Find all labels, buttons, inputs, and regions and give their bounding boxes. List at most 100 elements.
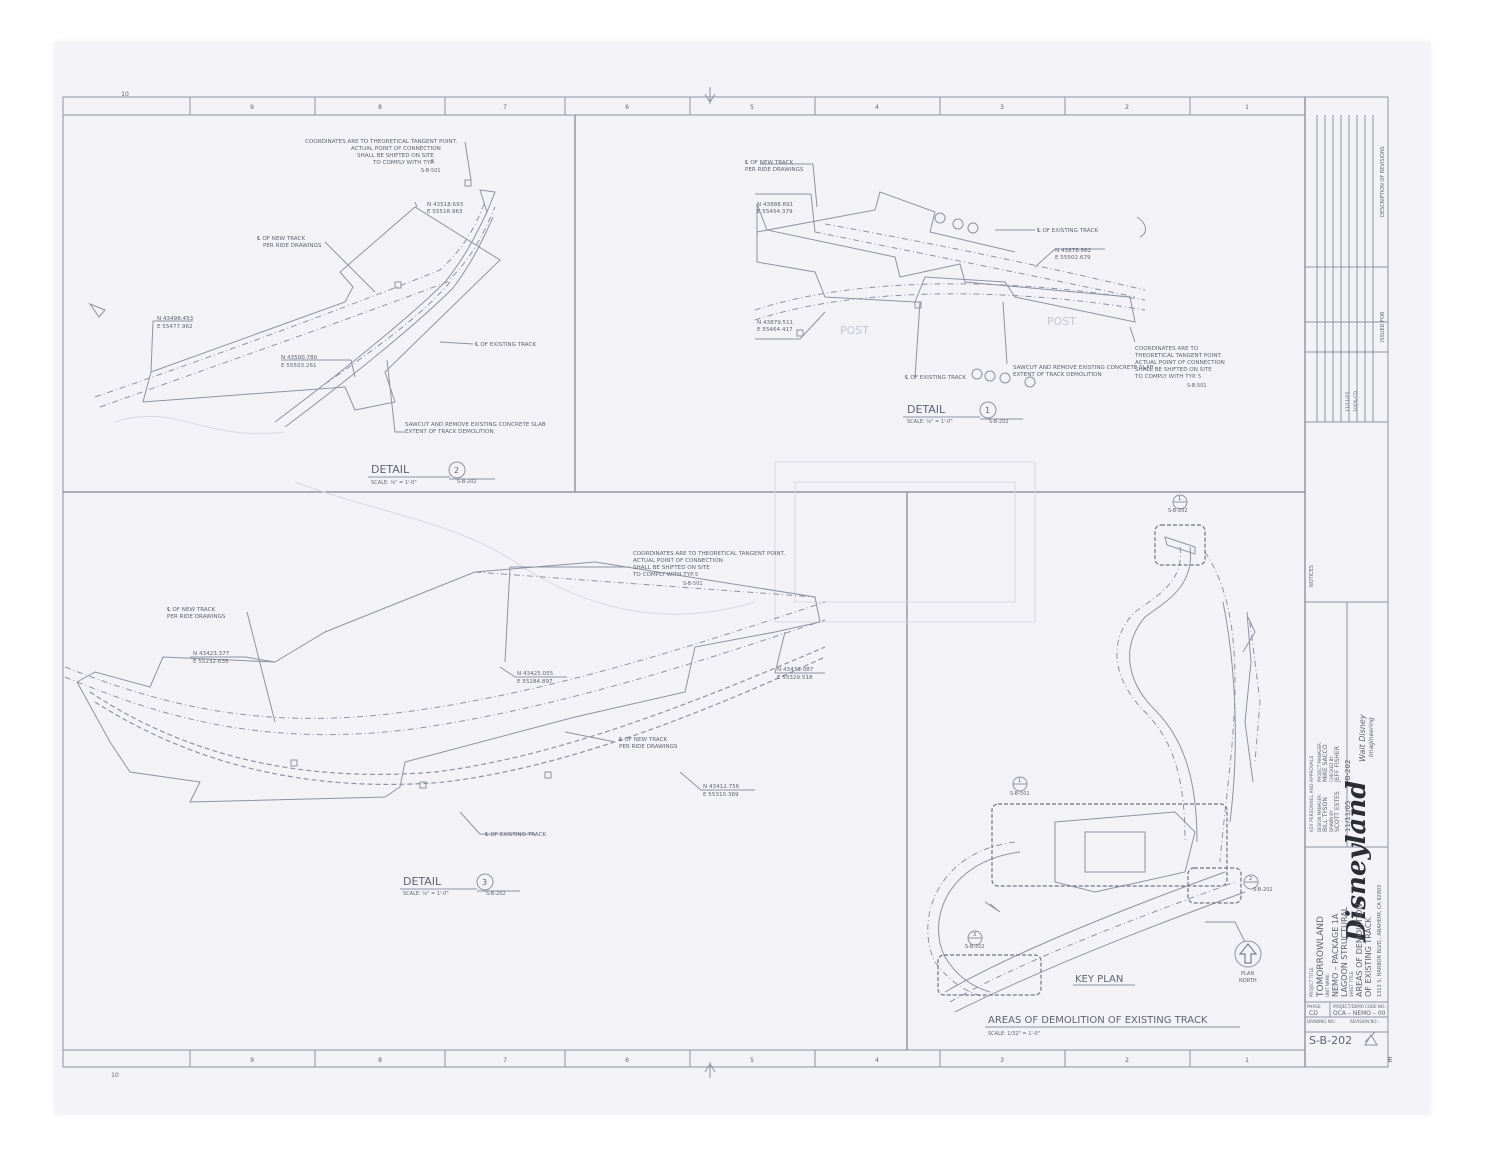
disneyland-logo: Disneyland (1342, 781, 1372, 943)
callout-number: 1 (1018, 778, 1021, 784)
detail-1-title: DETAIL 1 S-B-202 SCALE: ⅛" = 1'-0" (903, 401, 1023, 425)
keyplan-label: KEY PLAN (1075, 974, 1123, 985)
keyplan-area-1 (1154, 524, 1206, 566)
detail-number: 3 (482, 878, 487, 887)
drawing-sheet: 10 9 8 7 6 5 4 3 2 1 10 9 8 7 6 5 4 3 2 … (55, 42, 1430, 1114)
coordinate-east: E 55454.379 (757, 209, 793, 215)
coordinate-north: N 43888.891 (757, 202, 794, 208)
coord-note-line: TO COMPLY WITH TYP. (372, 160, 435, 166)
sheet-title: AREAS OF DEMOLITION (1355, 904, 1364, 997)
detail-scale: SCALE: ⅛" = 1'-0" (371, 480, 417, 486)
tree-icon (1024, 376, 1036, 388)
coord-note-line: COORDINATES ARE TO THEORETICAL TANGENT P… (305, 139, 457, 145)
revision-no-label: REVISION NO.: (1350, 1019, 1379, 1024)
new-track-label: ℄ OF NEW TRACK (619, 736, 668, 743)
revisions-header: DESCRIPTION OF REVISIONS (1380, 146, 1386, 217)
north-arrow-icon (1234, 940, 1262, 968)
keyplan-area-s501 (991, 803, 1228, 887)
tree-icon (952, 218, 964, 230)
keyplan-title: AREAS OF DEMOLITION OF EXISTING TRACK (988, 1015, 1208, 1026)
unit-name: NEMO – PACKAGE 1A (1331, 913, 1340, 997)
note-ref-sheet: S-B-501 (421, 168, 441, 174)
sawcut-note-line: EXTENT OF TRACK DEMOLITION (1013, 372, 1102, 378)
new-track-label: PER RIDE DRAWINGS (619, 744, 678, 750)
coordinate-east: E 55284.897 (517, 679, 553, 685)
checked-by: JEFF FISHER (1334, 746, 1341, 783)
grid-label: 6 (625, 1057, 629, 1064)
grid-label: 10 (111, 1072, 119, 1079)
project-manager-label: PROJECT MANAGER: (1317, 742, 1322, 782)
drawing-canvas: 10 9 8 7 6 5 4 3 2 1 10 9 8 7 6 5 4 3 2 … (62, 87, 1392, 1079)
coord-note-line: TO COMPLY WITH TYP. (1134, 374, 1197, 380)
coordinate-north: N 43423.377 (193, 651, 230, 657)
bottom-grid-labels: 10 9 8 7 6 5 4 3 2 1 (111, 1057, 1249, 1079)
detail-2-labels: COORDINATES ARE TO THEORETICAL TANGENT P… (157, 139, 546, 435)
keyplan-drawing (927, 524, 1261, 1013)
drawing-number: S-B-202 (1309, 1034, 1352, 1047)
phase: CD (1309, 1010, 1318, 1017)
wdi-logo-text: Imagineering (1368, 717, 1375, 757)
coord-note-line: ACTUAL POINT OF CONNECTION (351, 146, 441, 152)
tree-icon (971, 368, 983, 380)
detail-title: DETAIL (371, 463, 410, 476)
grid-label: 10 (121, 91, 129, 98)
grid-label: 1 (1245, 1057, 1249, 1064)
note-ref-sheet: S-B-501 (1187, 383, 1207, 389)
grid-label: 3 (1000, 1057, 1004, 1064)
top-grid-ticks (189, 97, 1191, 115)
detail-bubble-icon (476, 873, 494, 891)
grid-label: 4 (875, 1057, 879, 1064)
detail-bubble-icon (979, 401, 997, 419)
callout-sheet: S-B-202 (965, 944, 985, 950)
issued-for-header: ISSUED FOR (1380, 311, 1386, 342)
sawcut-note-line: SAWCUT AND REMOVE EXISTING CONCRETE SLAB (405, 422, 546, 428)
detail-1-labels: ℄ OF NEW TRACK PER RIDE DRAWINGS N 43888… (745, 159, 1225, 389)
grid-label: 1 (1245, 104, 1249, 111)
coordinate-east: E 55477.962 (157, 324, 193, 330)
new-track-label: PER RIDE DRAWINGS (745, 167, 804, 173)
detail-ref-sheet: S-B-202 (989, 419, 1009, 425)
address: 1313 S. HARBOR BLVD., ANAHEIM, CA 92803 (1377, 885, 1383, 997)
top-grid-labels: 10 9 8 7 6 5 4 3 2 1 (121, 91, 1249, 111)
detail-2-drawing (88, 141, 501, 433)
design-manager: BILL TYSON (1322, 797, 1329, 832)
detail-2-title: DETAIL 2 S-B-202 SCALE: ⅛" = 1'-0" (368, 461, 495, 486)
existing-track-label: ℄ OF EXISTING TRACK (1037, 227, 1098, 234)
drawn-by: SCOTT ESTES (1334, 791, 1341, 832)
unit-label: UNIT NAME: (1325, 973, 1330, 997)
grid-label: 6 (625, 104, 629, 111)
project-manager: MIKE SACCO (1322, 744, 1329, 782)
grid-label: 8 (378, 104, 382, 111)
north-label: NORTH (1239, 978, 1257, 984)
callout-number: 3 (973, 932, 976, 938)
detail-scale: SCALE: ⅛" = 1'-0" (907, 419, 953, 425)
checked-by-label: CHECKED BY: (1329, 756, 1334, 782)
coord-note-line: SHALL BE SHIFTED ON SITE (1135, 367, 1212, 373)
coordinate-north: N 43879.511 (757, 320, 794, 326)
coordinate-east: E 55518.963 (427, 209, 463, 215)
detail-number: 1 (985, 406, 990, 415)
issue-label: 100% CD (1353, 391, 1359, 412)
grid-label: 3 (1000, 104, 1004, 111)
coordinate-east: E 55502.679 (1055, 255, 1091, 261)
coord-note-line: SHALL BE SHIFTED ON SITE (357, 153, 434, 159)
grid-label: 9 (250, 1057, 254, 1064)
grid-label: 4 (875, 104, 879, 111)
coordinate-north: N 43433.087 (777, 667, 814, 673)
north-label: PLAN (1241, 971, 1254, 977)
background-ghost-linework (114, 415, 1036, 623)
detail-3-title: DETAIL 3 S-B-202 SCALE: ⅛" = 1'-0" (400, 873, 520, 897)
coord-note-line: ACTUAL POINT OF CONNECTION (1135, 360, 1225, 366)
coordinate-north: N 43500.780 (281, 355, 318, 361)
callout-number: 1 (1178, 496, 1181, 502)
detail-number: 2 (454, 466, 459, 475)
detail-3-drawing (64, 561, 826, 835)
new-track-label: PER RIDE DRAWINGS (263, 243, 322, 249)
callout-sheet: S-B-501 (1010, 791, 1030, 797)
tree-icon (934, 212, 946, 224)
personnel-header: KEY PERSONNEL AND APPROVALS (1309, 756, 1315, 832)
grid-label: 5 (750, 104, 754, 111)
coordinate-north: N 43498.453 (157, 316, 194, 322)
project-title: TOMORROWLAND (1316, 916, 1326, 998)
grid-label: 7 (503, 1057, 507, 1064)
